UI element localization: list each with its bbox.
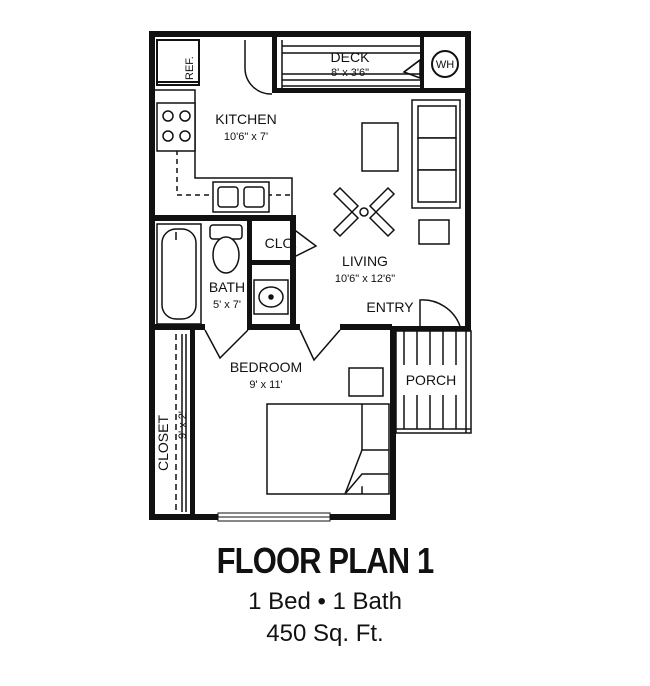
kitchen-sink (212, 181, 270, 213)
entry-label: ENTRY (366, 299, 414, 315)
deck-dims: 8' x 3'6" (331, 67, 369, 79)
refrigerator (156, 39, 200, 86)
bedroom-dims: 9' x 11' (249, 379, 282, 391)
deck (281, 40, 421, 88)
living-table (361, 122, 399, 172)
bed (266, 403, 390, 495)
closet-dims: 9' x 2' (177, 411, 189, 439)
water-heater-label: WH (436, 59, 454, 71)
toilet-icon (209, 224, 243, 274)
bedroom-window (217, 512, 331, 522)
kitchen-label: KITCHEN (215, 111, 276, 127)
porch (395, 330, 472, 434)
refrigerator-label: REF. (184, 56, 196, 80)
beds-baths-text: 1 Bed • 1 Bath (248, 588, 402, 615)
clo-door (291, 227, 318, 259)
area-text: 450 Sq. Ft. (266, 620, 384, 647)
closet-doors (175, 334, 187, 512)
closet-label: CLOSET (155, 415, 171, 471)
clo-label: CLO. (265, 235, 298, 251)
bedroom-label: BEDROOM (230, 359, 302, 375)
ceiling-fan-icon (332, 186, 396, 238)
living-label: LIVING (342, 253, 388, 269)
nightstand (348, 367, 384, 397)
porch-label: PORCH (406, 372, 457, 388)
bath-label: BATH (209, 279, 245, 295)
water-heater: WH (431, 50, 459, 78)
kitchen-dims: 10'6" x 7' (224, 131, 268, 143)
interior-walls (155, 31, 424, 520)
side-table (418, 219, 450, 245)
entry-door (419, 299, 461, 327)
deck-label: DECK (331, 49, 371, 65)
floor-plan: DECK 8' x 3'6" WH REF. KITCHEN 10'6" x 7… (149, 31, 472, 522)
bath-dims: 5' x 7' (213, 299, 241, 311)
bedroom-doors (204, 329, 341, 362)
floor-plan-title: FLOOR PLAN 1 (216, 540, 435, 581)
bath-sink (253, 279, 289, 315)
bathtub (156, 223, 202, 325)
stove (156, 102, 196, 152)
living-dims: 10'6" x 12'6" (335, 273, 395, 285)
sofa (411, 99, 461, 209)
